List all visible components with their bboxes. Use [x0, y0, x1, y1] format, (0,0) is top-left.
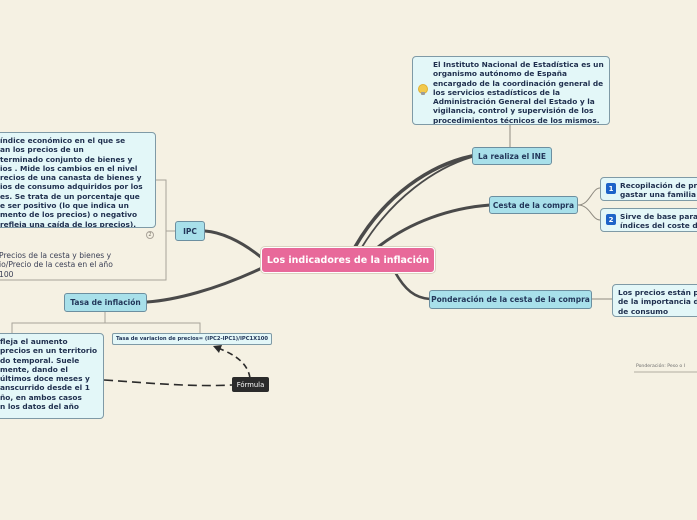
topic-ponderacion[interactable]: Ponderación de la cesta de la compra	[429, 290, 592, 309]
topic-tasa-inflacion-label: Tasa de inflación	[70, 298, 141, 307]
ponderacion-note-line-0: Los precios están p	[618, 288, 697, 297]
topic-cesta-compra-label: Cesta de la compra	[492, 200, 575, 210]
tasa-formula-box-label: Tasa de variacion de precios= (IPC2-IPC1…	[116, 336, 268, 342]
tasa-note-line-7: n los datos del año	[0, 402, 80, 412]
ine-note-line-6: procedimientos técnicos de los mismos.	[433, 115, 600, 125]
ine-note-line-0: El Instituto Nacional de Estadística es …	[433, 60, 604, 69]
ipc-note-line-9: refleja una caída de los precios).	[0, 219, 137, 228]
formula-relationship-label-text: Fórmula	[236, 380, 265, 389]
ine-note-line-4: Administración General del Estado y la	[433, 97, 595, 107]
ipc-formula-text: Precios de la cesta y bienes y io/Precio…	[0, 251, 113, 279]
ipc-note-line-5: ios de consumo adquiridos por los	[0, 182, 143, 192]
cesta-item-2-line-1: índices del coste d	[620, 221, 697, 231]
cesta-item-1[interactable]: Recopilación de pr gastar una familia	[600, 177, 697, 201]
number-1-icon: 1	[606, 183, 616, 194]
tasa-note-line-5: anscurrido desde el 1	[0, 383, 90, 393]
central-topic-label: Los indicadores de la inflación	[266, 254, 430, 266]
ipc-note-line-3: ios . Mide los cambios en el nivel	[0, 163, 138, 173]
tasa-note-line-6: ño, en ambos casos	[0, 392, 82, 402]
ipc-formula-line-0: Precios de la cesta y bienes y	[0, 251, 112, 260]
tasa-note-line-1: precios en un territorio	[0, 346, 98, 356]
topic-ponderacion-label: Ponderación de la cesta de la compra	[431, 295, 590, 304]
ipc-note-line-8: mento de los precios) o negativo	[0, 210, 138, 220]
cesta-item-1-line-0: Recopilación de pr	[620, 181, 697, 190]
ipc-note-line-4: recios de una canasta de bienes y	[0, 173, 142, 183]
branch-to-ine-b	[361, 156, 473, 248]
link-tasa-bracket	[11, 312, 201, 333]
tasa-formula-box[interactable]: Tasa de variacion de precios= (IPC2-IPC1…	[112, 333, 272, 345]
formula-relationship-label[interactable]: Fórmula	[232, 377, 269, 392]
link-ipc-bracket	[0, 179, 175, 281]
ine-note-line-2: encargado de la coordinación general de	[433, 78, 604, 88]
topic-ipc-label: IPC	[183, 226, 197, 236]
ponderacion-note-line-1: de la importancia d	[618, 297, 697, 307]
tasa-note-line-3: mente, dando el	[0, 364, 68, 374]
ipc-note-line-1: an los precios de un	[0, 145, 84, 155]
tasa-note-line-4: últimos doce meses y	[0, 374, 90, 384]
ine-note[interactable]: El Instituto Nacional de Estadística es …	[412, 56, 610, 125]
ipc-formula-line-1: io/Precio de la cesta en el año	[0, 260, 113, 270]
ponderacion-note-line-2: de consumo	[618, 306, 669, 316]
ponderacion-footnote: Ponderación: Peso o I	[636, 364, 686, 369]
ipc-note-line-6: es. Se trata de un porcentaje que	[0, 191, 140, 201]
cesta-item-2[interactable]: Sirve de base para índices del coste d	[600, 208, 697, 232]
number-2-icon: 2	[606, 214, 616, 225]
ipc-note[interactable]: índice económico en el que se an los pre…	[0, 132, 156, 228]
ipc-note-line-0: índice económico en el que se	[0, 136, 126, 145]
topic-tasa-inflacion[interactable]: Tasa de inflación	[64, 293, 147, 312]
ipc-formula-line-2: 100	[0, 269, 14, 279]
ponderacion-note[interactable]: Los precios están p de la importancia d …	[612, 284, 697, 317]
cesta-item-2-line-0: Sirve de base para	[620, 212, 697, 221]
tasa-note-line-2: do temporal. Suele	[0, 355, 80, 365]
topic-la-realiza-ine[interactable]: La realiza el INE	[472, 147, 552, 165]
tasa-note-line-0: fleja el aumento	[0, 337, 68, 346]
ine-note-line-1: organismo autónomo de España	[433, 69, 567, 79]
topic-cesta-compra[interactable]: Cesta de la compra	[489, 196, 578, 214]
branch-to-ponderacion	[393, 270, 432, 301]
ine-note-line-5: vigilancia, control y supervisión de los	[433, 106, 594, 116]
central-topic[interactable]: Los indicadores de la inflación	[261, 247, 435, 273]
ipc-note-line-7: e ser positivo (lo que indica un	[0, 201, 129, 211]
branch-to-ine	[353, 154, 474, 249]
branch-to-cesta	[376, 203, 492, 249]
formula-relationship-up	[214, 346, 251, 379]
formula-arrowhead	[213, 345, 222, 353]
branch-to-ipc	[203, 229, 264, 260]
tasa-note[interactable]: fleja el aumento precios en un territori…	[0, 333, 104, 419]
ipc-note-line-2: terminado conjunto de bienes y	[0, 154, 133, 164]
branch-to-tasa	[145, 266, 264, 304]
ine-note-line-3: los servicios estadísticos de la	[433, 87, 561, 97]
topic-la-realiza-ine-label: La realiza el INE	[478, 151, 546, 161]
formula-relationship	[103, 379, 233, 387]
cesta-item-1-line-1: gastar una familia	[620, 190, 696, 200]
topic-ipc[interactable]: IPC	[175, 221, 205, 241]
link-cesta-items	[577, 187, 601, 221]
collapse-toggle-icon[interactable]: 2	[146, 231, 154, 239]
lightbulb-icon	[419, 85, 427, 95]
